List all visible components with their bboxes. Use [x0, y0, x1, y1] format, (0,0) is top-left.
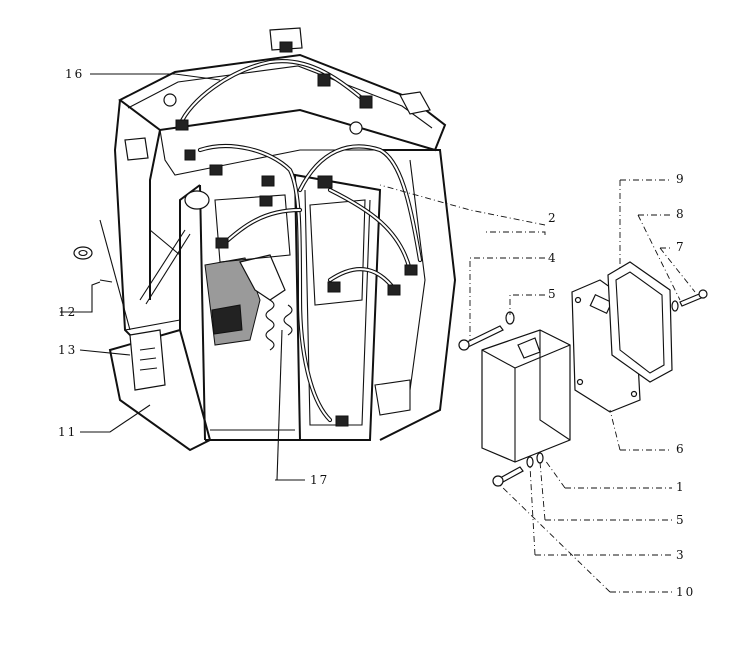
callout-labels: 16 2 4 5 9 8 7 12 13 11 17 6 1 5 3 10: [58, 67, 695, 599]
cab-frame: [108, 27, 457, 452]
callout-17: 17: [310, 473, 329, 487]
callout-2: 2: [548, 211, 558, 225]
exploded-parts: [73, 246, 708, 487]
callout-16: 16: [65, 67, 84, 81]
wiring-harness: [175, 41, 423, 427]
callout-8: 8: [676, 207, 686, 221]
callout-10: 10: [676, 585, 695, 599]
callout-12: 12: [58, 305, 77, 319]
callout-9: 9: [676, 172, 686, 186]
callout-5-bottom: 5: [676, 513, 686, 527]
callout-5-top: 5: [548, 287, 558, 301]
leader-lines: [60, 73, 696, 593]
callout-4: 4: [548, 251, 558, 265]
callout-7: 7: [676, 240, 686, 254]
callout-3: 3: [676, 548, 686, 562]
callout-11: 11: [58, 425, 77, 439]
screw-4: [464, 325, 504, 348]
gasket: [607, 261, 673, 383]
callout-6: 6: [676, 442, 686, 456]
grommet: [73, 246, 93, 260]
callout-13: 13: [58, 343, 77, 357]
callout-1: 1: [676, 480, 686, 494]
